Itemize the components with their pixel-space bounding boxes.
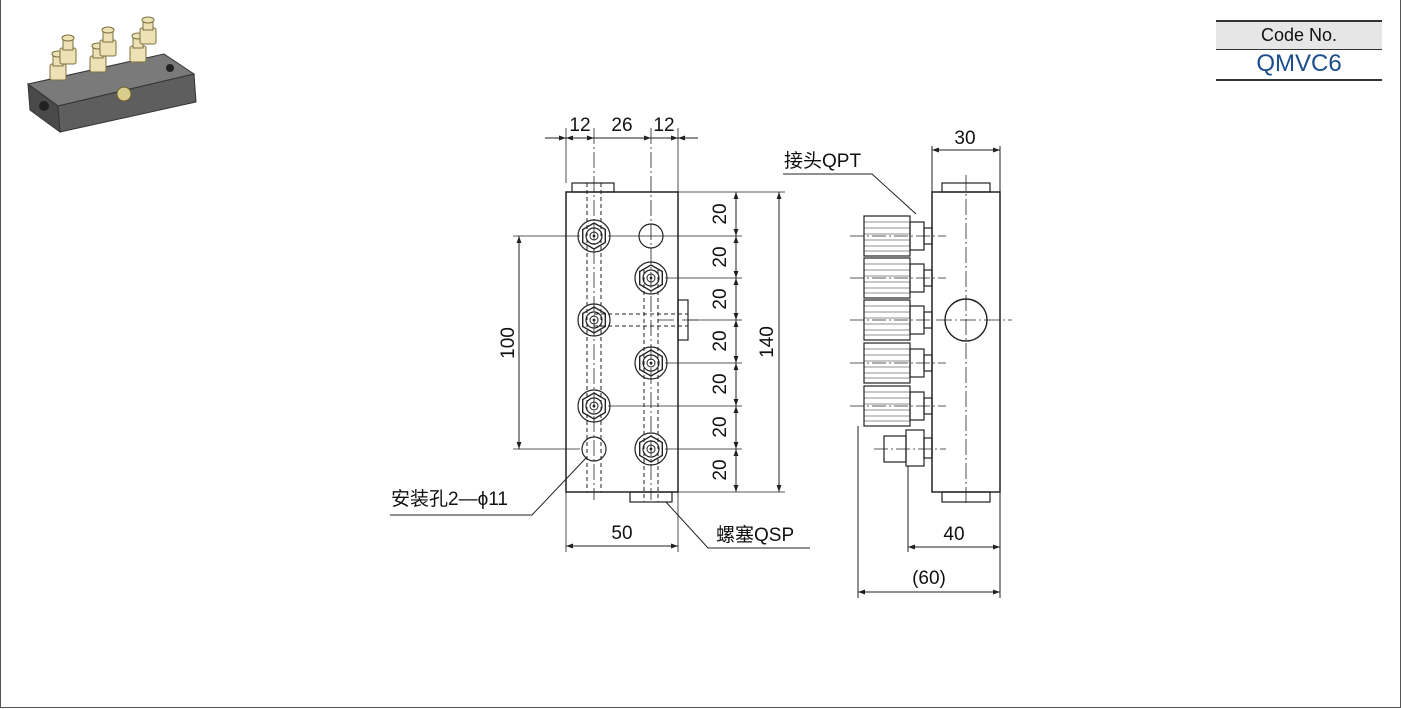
dim-side-30: 30 (954, 128, 975, 149)
title-block: Code No. QMVC6 (1216, 20, 1382, 82)
dim-right-5: 20 (710, 373, 731, 394)
dim-top-left: 12 (569, 115, 590, 136)
code-no-label: Code No. (1216, 20, 1382, 50)
dim-right-6: 20 (710, 416, 731, 437)
knurl-hatching (864, 221, 910, 422)
mount-hole-bottom (581, 436, 607, 462)
callout-fitting-leader (783, 173, 917, 215)
dim-right-3: 20 (710, 288, 731, 309)
side-fittings (863, 215, 933, 467)
dim-height-140: 140 (757, 326, 778, 358)
mount-hole-top (638, 223, 664, 249)
product-photo (24, 14, 204, 139)
front-body-outline (565, 191, 679, 493)
dim-top-middle: 26 (611, 115, 632, 136)
dim-right-1: 20 (710, 203, 731, 224)
callout-plug-leader (665, 501, 810, 549)
model-code: QMVC6 (1216, 49, 1382, 81)
outlet-fitting-2 (634, 261, 668, 295)
side-view (931, 175, 1012, 505)
dim-pitch-100: 100 (498, 327, 519, 359)
callout-mount-hole-leader (390, 457, 587, 516)
side-fitting-centerlines (850, 235, 946, 450)
dim-side-40: 40 (943, 524, 964, 545)
callout-plug: 螺塞QSP (716, 524, 794, 546)
dim-width-50-label: 50 (611, 523, 632, 544)
front-view (513, 128, 785, 552)
dim-side-width (931, 146, 1001, 192)
side-plug (883, 429, 933, 467)
callout-fitting: 接头QPT (784, 150, 861, 172)
dim-side-60: (60) (912, 568, 946, 589)
dim-right-labels: 20 20 20 20 20 20 20 (710, 203, 731, 480)
dim-top-right: 12 (653, 115, 674, 136)
callout-mount-hole: 安装孔2—ϕ11 (391, 488, 508, 510)
dim-right-2: 20 (710, 246, 731, 267)
dim-side-depth (907, 466, 1001, 598)
dim-right-4: 20 (710, 330, 731, 351)
top-plug-stub (571, 182, 615, 193)
dim-side-overall (857, 426, 1000, 598)
dim-right-7: 20 (710, 459, 731, 480)
product-3d-render-icon (26, 16, 197, 134)
